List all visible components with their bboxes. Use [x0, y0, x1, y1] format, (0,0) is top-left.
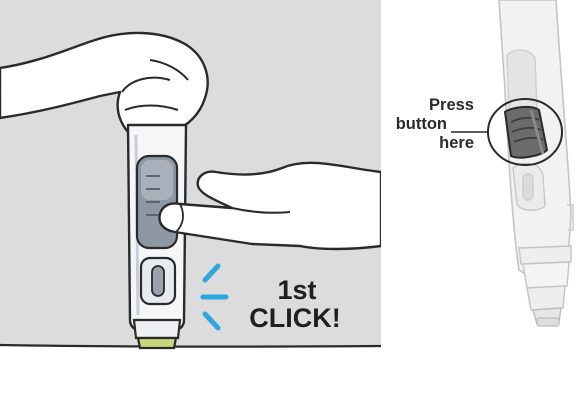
first-click-number: 1st: [267, 276, 327, 304]
press-label-line-2: button: [396, 115, 447, 134]
tip-ring: [138, 338, 176, 348]
injection-illustration: [0, 0, 381, 394]
injector-pen: [128, 125, 186, 348]
injector-detail: [381, 0, 587, 394]
press-label-line-3: here: [439, 134, 474, 153]
skin-surface: [0, 345, 381, 394]
button-location-panel: Press button here: [381, 0, 587, 394]
injection-illustration-panel: 1st CLICK!: [0, 0, 381, 394]
first-click-word: CLICK!: [236, 304, 354, 332]
press-label-line-1: Press: [429, 96, 474, 115]
activation-button: [505, 107, 547, 158]
